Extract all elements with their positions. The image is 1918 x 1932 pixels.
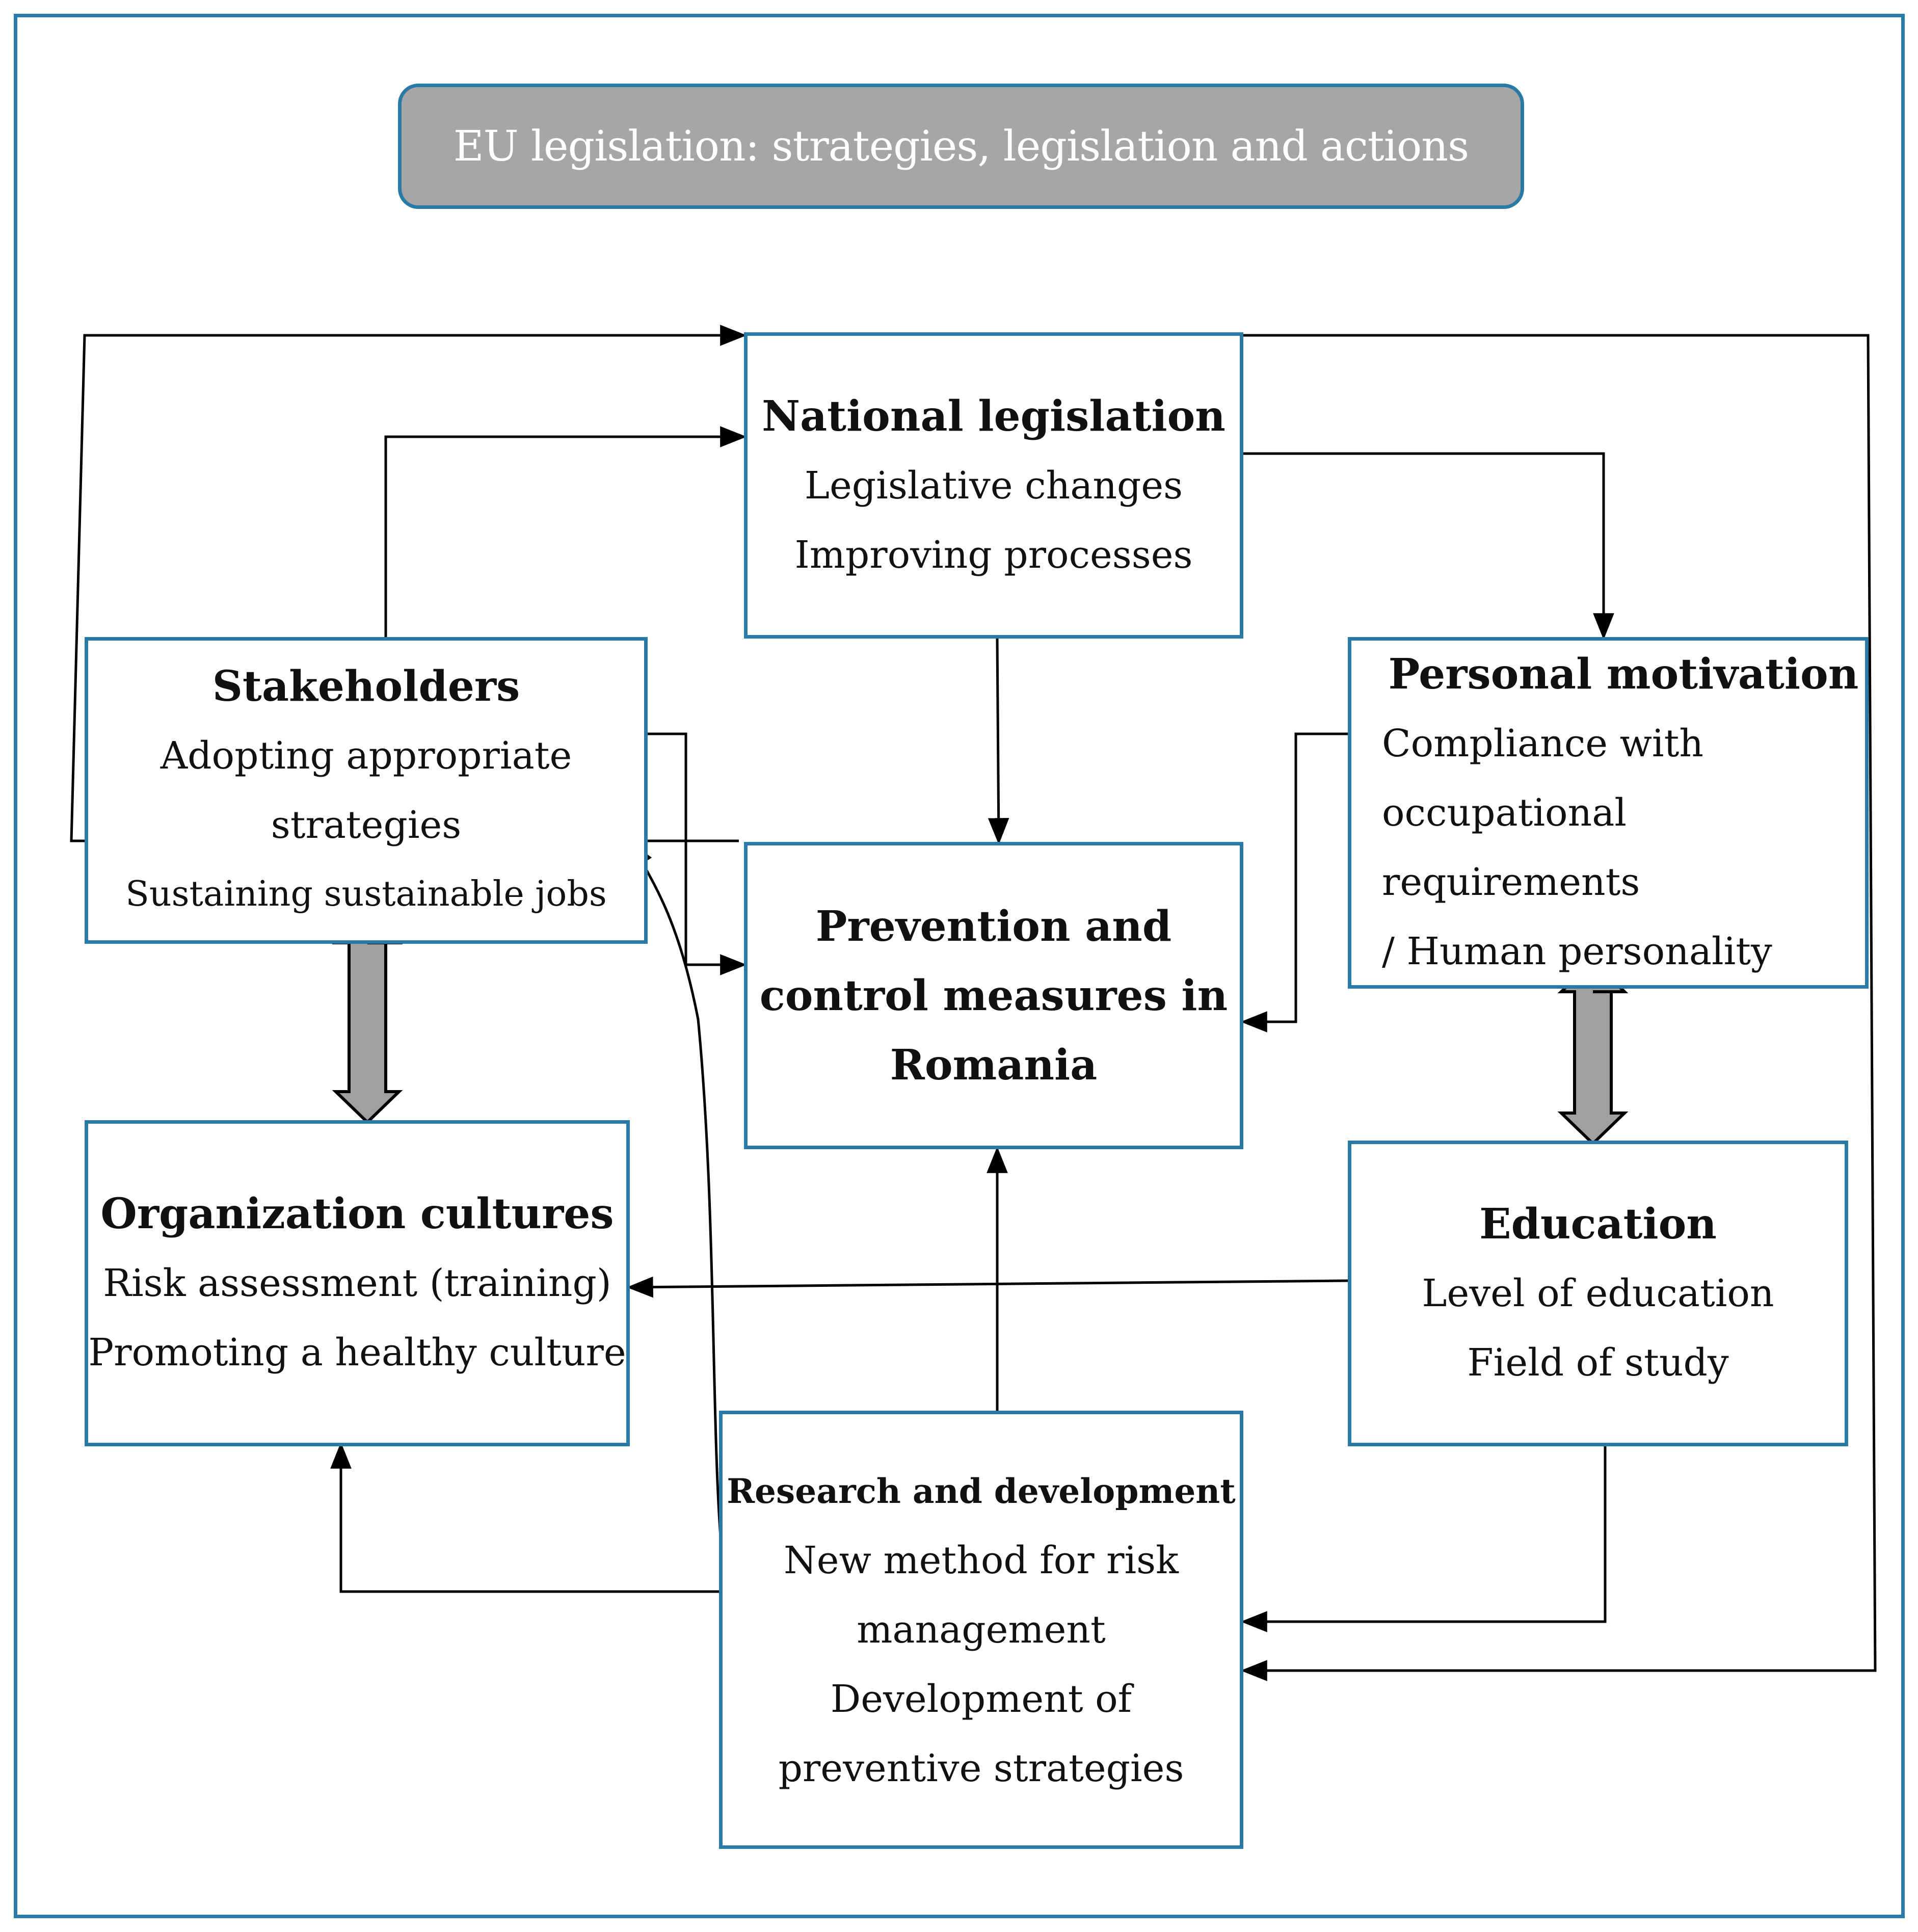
research-development-line-4: preventive strategies	[778, 1746, 1184, 1790]
personal-motivation-box: Personal motivation Compliance with occu…	[1348, 637, 1869, 989]
connector-stakeholders-national	[384, 426, 747, 639]
stakeholders-line-3: Sustaining sustainable jobs	[125, 874, 607, 914]
prevention-line-3: Romania	[890, 1040, 1098, 1090]
education-line-2: Field of study	[1467, 1341, 1729, 1385]
stakeholders-line-2: strategies	[271, 803, 462, 847]
organization-cultures-box: Organization cultures Risk assessment (t…	[85, 1120, 630, 1446]
organization-cultures-line-1: Risk assessment (training)	[103, 1261, 611, 1305]
personal-motivation-line-1: Compliance with	[1382, 722, 1703, 765]
personal-motivation-line-2: occupational requirements	[1382, 791, 1640, 904]
double-arrow-motivation-education	[1557, 959, 1629, 1146]
connector-outer-right	[1240, 334, 1877, 1681]
research-development-line-1: New method for risk	[784, 1539, 1179, 1582]
research-development-box: Research and development New method for …	[719, 1411, 1243, 1849]
organization-cultures-title: Organization cultures	[100, 1189, 614, 1238]
national-legislation-box: National legislation Legislative changes…	[744, 332, 1243, 639]
connector-national-prevention	[988, 638, 1009, 845]
personal-motivation-title: Personal motivation	[1388, 650, 1859, 699]
eu-legislation-banner: EU legislation: strategies, legislation …	[398, 84, 1524, 209]
connector-education-research	[1240, 1445, 1607, 1632]
national-legislation-line-2: Improving processes	[794, 533, 1193, 577]
outer-frame	[14, 14, 1905, 1918]
connector-education-culture	[626, 1276, 1348, 1298]
connector-research-culture	[330, 1442, 744, 1593]
national-legislation-title: National legislation	[762, 391, 1226, 441]
stakeholders-line-1: Adopting appropriate	[160, 734, 572, 778]
connector-motivation-prevention	[1240, 732, 1348, 1033]
stakeholders-title: Stakeholders	[212, 662, 520, 711]
banner-title: EU legislation: strategies, legislation …	[453, 122, 1469, 171]
research-development-line-2: management	[857, 1608, 1106, 1652]
prevention-box: Prevention and control measures in Roman…	[744, 842, 1243, 1149]
stakeholders-box: Stakeholders Adopting appropriate strate…	[85, 637, 648, 944]
personal-motivation-line-3: / Human personality	[1382, 930, 1772, 973]
prevention-line-1: Prevention and	[815, 902, 1172, 951]
research-development-title: Research and development	[727, 1471, 1236, 1511]
education-title: Education	[1479, 1200, 1717, 1249]
education-box: Education Level of education Field of st…	[1348, 1141, 1848, 1446]
prevention-line-2: control measures in	[759, 971, 1228, 1020]
organization-cultures-line-2: Promoting a healthy culture	[88, 1331, 626, 1374]
connector-national-motivation	[1242, 452, 1614, 640]
education-line-1: Level of education	[1422, 1272, 1774, 1315]
national-legislation-line-1: Legislative changes	[804, 463, 1183, 508]
connector-stakeholders-prevention	[630, 732, 747, 975]
research-development-line-3: Development of	[830, 1677, 1132, 1721]
